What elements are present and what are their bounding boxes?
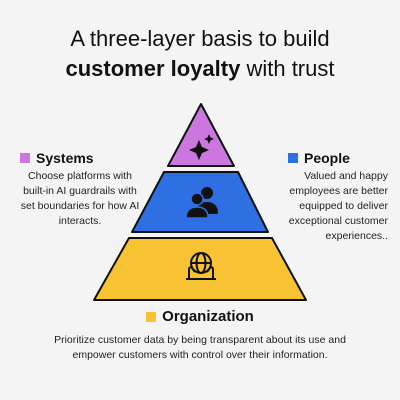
organization-label: Organization [162, 308, 254, 325]
people-label: People [304, 150, 350, 166]
systems-layer [167, 103, 235, 167]
page-title: A three-layer basis to build customer lo… [0, 24, 400, 84]
systems-heading: Systems [20, 150, 160, 166]
people-description: Valued and happy employees are better eq… [288, 170, 388, 242]
sparkles-icon [189, 134, 214, 160]
systems-label: Systems [36, 150, 94, 166]
organization-description: Prioritize customer data by being transp… [54, 334, 346, 361]
systems-block: Systems Choose platforms with built-in A… [20, 150, 160, 229]
title-line2-rest: with trust [240, 56, 335, 81]
organization-heading: Organization [0, 308, 400, 325]
people-color-square [288, 153, 298, 163]
systems-description: Choose platforms with built-in AI guardr… [20, 170, 140, 227]
globe-hands-icon [186, 252, 216, 280]
title-line2: customer loyalty with trust [0, 54, 400, 84]
organization-layer [93, 237, 307, 301]
title-line1: A three-layer basis to build [70, 26, 330, 51]
people-heading: People [258, 150, 388, 166]
people-block: People Valued and happy employees are be… [258, 150, 388, 244]
organization-block: Organization Prioritize customer data by… [0, 308, 400, 363]
title-emphasis: customer loyalty [65, 56, 241, 81]
organization-color-square [146, 311, 157, 322]
systems-color-square [20, 153, 30, 163]
people-icon [185, 187, 218, 219]
